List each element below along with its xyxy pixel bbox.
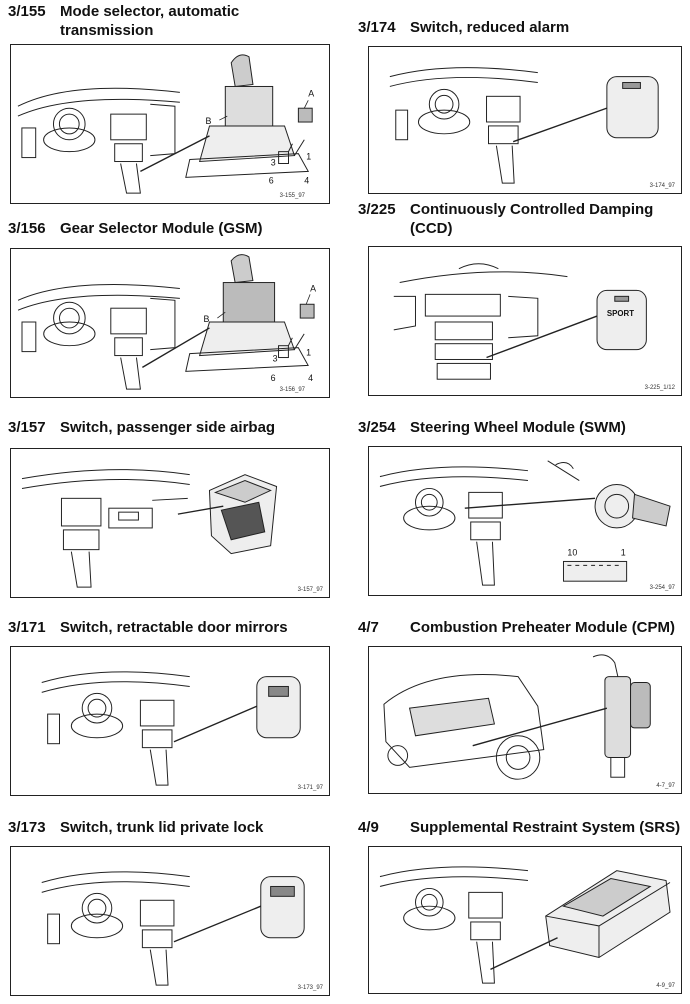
dashboard-with-trunk-lock-switch-illustration xyxy=(41,871,305,986)
callout-4: 4 xyxy=(308,373,313,383)
entry-title: Switch, passenger side airbag xyxy=(60,419,276,436)
entry-title-line2: (CCD) xyxy=(410,220,453,237)
entry-title: Combustion Preheater Module (CPM) xyxy=(410,619,676,636)
figure-panel-4-9: 4-9_97 xyxy=(368,846,682,994)
dashboard-with-mirror-switch-illustration xyxy=(41,671,301,786)
entry-title: Steering Wheel Module (SWM) xyxy=(410,419,626,436)
figure-panel-3-174: 3-174_97 xyxy=(368,46,682,194)
entry-title-line2: transmission xyxy=(60,22,154,39)
entry-code: 3/254 xyxy=(358,419,396,436)
figure-ref: 3-225_1/12 xyxy=(644,385,675,391)
callout-3: 3 xyxy=(273,353,278,363)
dashboard-with-gear-selector-module-illustration: A B 1 3 4 6 xyxy=(17,254,316,390)
figure-panel-3-173: 3-173_97 xyxy=(10,846,330,996)
dashboard-with-alarm-switch-illustration xyxy=(389,67,659,184)
entry-heading-3-174: 3/174 Switch, reduced alarm xyxy=(358,18,569,37)
entry-title: Gear Selector Module (GSM) xyxy=(60,220,263,237)
vehicle-with-preheater-module-illustration xyxy=(383,654,651,780)
figure-ref: 3-254_97 xyxy=(649,585,675,591)
entry-heading-3-157: 3/157 Switch, passenger side airbag xyxy=(8,418,275,437)
figure-ref: 3-171_97 xyxy=(297,785,323,791)
entry-title: Continuously Controlled Damping xyxy=(410,201,654,218)
sport-button-label: SPORT xyxy=(607,309,634,318)
figure-panel-3-171: 3-171_97 xyxy=(10,646,330,796)
entry-code: 3/171 xyxy=(8,619,46,636)
entry-code: 3/156 xyxy=(8,220,46,237)
entry-heading-3-171: 3/171 Switch, retractable door mirrors xyxy=(8,618,288,637)
entry-heading-3-254: 3/254 Steering Wheel Module (SWM) xyxy=(358,418,626,437)
callout-1: 1 xyxy=(621,548,626,558)
entry-code: 4/7 xyxy=(358,619,379,636)
figure-ref: 3-155_97 xyxy=(279,193,305,199)
callout-4: 4 xyxy=(304,175,309,185)
entry-code: 3/173 xyxy=(8,819,46,836)
dashboard-with-steering-wheel-module-illustration: 10 1 xyxy=(379,460,671,586)
dashboard-with-gear-selector-illustration: A B 1 3 4 6 xyxy=(17,54,314,194)
figure-panel-3-155: A B 1 3 4 6 3-155_97 xyxy=(10,44,330,204)
figure-panel-4-7: 4-7_97 xyxy=(368,646,682,794)
figure-ref: 3-157_97 xyxy=(297,587,323,593)
center-console-with-sport-button-illustration: SPORT xyxy=(393,263,647,380)
callout-a: A xyxy=(310,283,316,293)
callout-b: B xyxy=(204,314,210,324)
figure-ref: 4-7_97 xyxy=(656,783,675,789)
dashboard-with-airbag-switch-illustration xyxy=(21,469,278,588)
callout-10: 10 xyxy=(567,548,577,558)
entry-heading-3-156: 3/156 Gear Selector Module (GSM) xyxy=(8,219,263,238)
entry-title: Switch, retractable door mirrors xyxy=(60,619,288,636)
entry-heading-4-7: 4/7 Combustion Preheater Module (CPM) xyxy=(358,618,675,637)
entry-code: 3/174 xyxy=(358,19,396,36)
entry-code: 3/225 xyxy=(358,201,396,218)
callout-6: 6 xyxy=(271,373,276,383)
callout-a: A xyxy=(308,88,314,98)
figure-ref: 4-9_97 xyxy=(656,983,675,989)
entry-title: Mode selector, automatic xyxy=(60,3,240,20)
entry-title: Switch, reduced alarm xyxy=(410,19,570,36)
callout-1: 1 xyxy=(306,152,311,162)
entry-code: 3/155 xyxy=(8,3,46,20)
figure-ref: 3-156_97 xyxy=(279,387,305,393)
entry-heading-3-173: 3/173 Switch, trunk lid private lock xyxy=(8,818,263,837)
callout-1: 1 xyxy=(306,348,311,358)
figure-panel-3-254: 10 1 3-254_97 xyxy=(368,446,682,596)
entry-heading-3-225: 3/225 Continuously Controlled Damping (CCD… xyxy=(358,200,653,238)
figure-panel-3-157: 3-157_97 xyxy=(10,448,330,598)
entry-heading-3-155: 3/155 Mode selector, automatic transmissio… xyxy=(8,2,239,40)
figure-ref: 3-173_97 xyxy=(297,985,323,991)
entry-title: Switch, trunk lid private lock xyxy=(60,819,264,836)
dashboard-with-srs-module-illustration xyxy=(379,866,671,984)
entry-title: Supplemental Restraint System (SRS) xyxy=(410,819,681,836)
entry-code: 4/9 xyxy=(358,819,379,836)
figure-panel-3-156: A B 1 3 4 6 3-156_97 xyxy=(10,248,330,398)
callout-3: 3 xyxy=(271,157,276,167)
figure-ref: 3-174_97 xyxy=(649,183,675,189)
entry-heading-4-9: 4/9 Supplemental Restraint System (SRS) xyxy=(358,818,680,837)
callout-b: B xyxy=(206,116,212,126)
entry-code: 3/157 xyxy=(8,419,46,436)
callout-6: 6 xyxy=(269,175,274,185)
figure-panel-3-225: SPORT 3-225_1/12 xyxy=(368,246,682,396)
